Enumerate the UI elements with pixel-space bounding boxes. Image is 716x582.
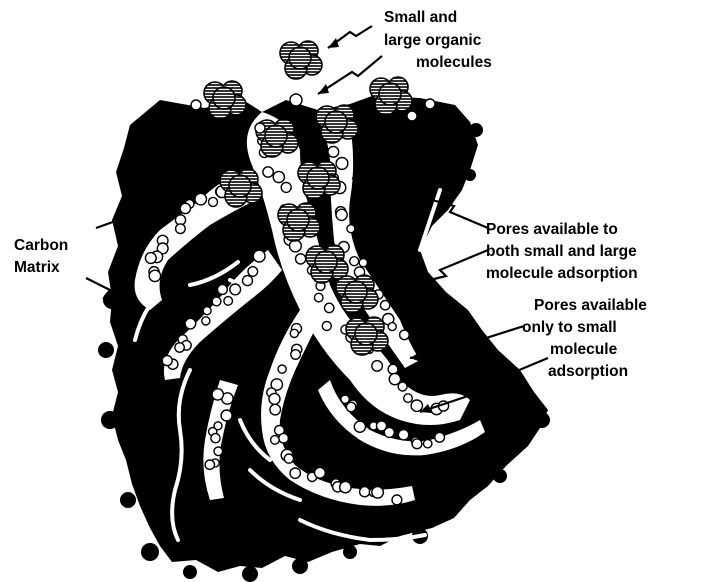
small-molecule bbox=[398, 430, 408, 440]
small-molecule bbox=[176, 224, 186, 234]
small-molecule bbox=[212, 297, 221, 306]
small-molecule bbox=[398, 382, 407, 391]
small-molecule bbox=[230, 284, 241, 295]
small-molecule bbox=[359, 259, 367, 267]
small-molecule bbox=[273, 171, 284, 182]
small-molecule bbox=[360, 487, 370, 497]
small-molecule bbox=[314, 293, 323, 302]
small-molecule bbox=[347, 225, 355, 233]
small-molecule bbox=[271, 436, 280, 445]
small-molecule bbox=[202, 317, 210, 325]
small-molecule bbox=[214, 447, 223, 456]
small-molecule bbox=[221, 410, 232, 421]
small-molecule bbox=[341, 395, 349, 403]
small-molecule bbox=[205, 460, 214, 469]
small-molecule bbox=[209, 197, 218, 206]
small-molecule bbox=[340, 481, 351, 492]
small-molecule bbox=[291, 350, 301, 360]
small-molecule bbox=[346, 402, 355, 411]
small-molecule bbox=[224, 297, 233, 306]
small-molecule bbox=[149, 270, 160, 281]
small-molecule bbox=[270, 404, 281, 415]
small-molecule bbox=[350, 257, 359, 266]
small-molecule bbox=[388, 364, 398, 374]
small-molecule bbox=[290, 468, 300, 478]
small-molecule bbox=[269, 393, 280, 404]
small-molecule bbox=[435, 432, 445, 442]
small-molecule bbox=[411, 400, 422, 411]
small-molecule bbox=[175, 343, 184, 352]
small-molecule bbox=[328, 146, 339, 157]
small-molecule bbox=[336, 158, 348, 170]
small-molecule bbox=[278, 365, 286, 373]
small-molecule bbox=[381, 301, 390, 310]
small-molecule bbox=[404, 394, 413, 403]
small-molecule bbox=[145, 253, 156, 264]
small-molecule bbox=[185, 318, 196, 329]
small-molecule bbox=[253, 250, 265, 262]
small-molecule bbox=[322, 322, 331, 331]
small-molecule bbox=[372, 487, 384, 499]
small-molecule bbox=[290, 240, 302, 252]
small-molecule bbox=[203, 307, 211, 315]
small-molecule bbox=[336, 209, 347, 220]
small-molecule bbox=[211, 434, 220, 443]
small-molecule bbox=[372, 361, 383, 372]
small-molecule bbox=[296, 254, 306, 264]
small-molecule bbox=[180, 203, 190, 213]
small-molecule bbox=[284, 454, 293, 463]
small-molecule bbox=[212, 389, 223, 400]
small-molecule bbox=[248, 267, 258, 277]
small-molecule bbox=[263, 167, 273, 177]
small-molecule bbox=[392, 495, 402, 505]
molecules-label: Small and large organic molecules bbox=[384, 9, 492, 71]
small-molecule bbox=[290, 329, 298, 337]
small-molecule bbox=[400, 330, 410, 340]
small-molecule bbox=[218, 285, 228, 295]
small-molecule bbox=[162, 356, 172, 366]
pores-both-label: Pores available to both small and large … bbox=[486, 221, 641, 282]
small-molecule bbox=[325, 303, 334, 312]
small-molecule bbox=[195, 193, 207, 205]
pores-small-label: Pores available only to small molecule a… bbox=[522, 297, 651, 380]
small-molecule bbox=[315, 467, 326, 478]
small-molecule bbox=[412, 439, 422, 449]
small-molecule bbox=[354, 421, 365, 432]
small-molecule bbox=[384, 427, 394, 437]
small-molecule bbox=[281, 182, 291, 192]
small-molecule bbox=[388, 323, 396, 331]
small-molecule bbox=[243, 276, 253, 286]
small-molecule bbox=[424, 440, 432, 448]
carbon-matrix-label: Carbon Matrix bbox=[14, 237, 73, 276]
small-molecule bbox=[279, 433, 289, 443]
